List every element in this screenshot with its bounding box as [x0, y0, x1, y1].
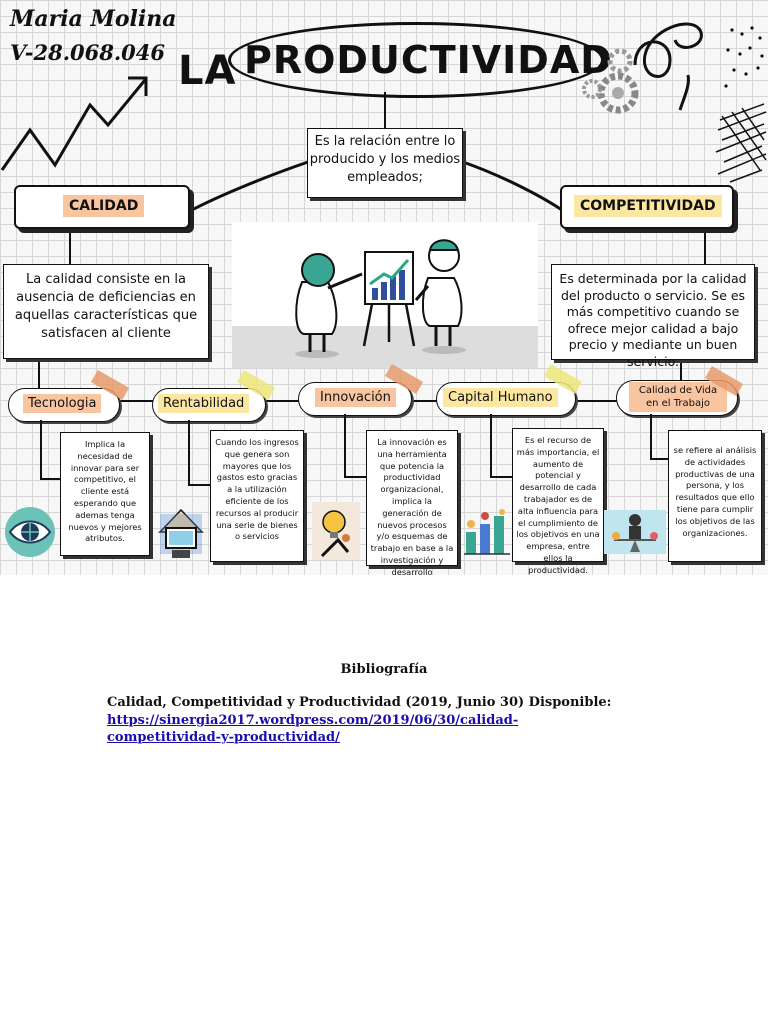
mind-map-sheet: Maria Molina V-28.068.046 LA PRODUCTIVID… — [0, 0, 768, 575]
factor-label: Rentabilidad — [158, 394, 250, 413]
squiggle-icon — [633, 22, 703, 111]
calidad-description-box: La calidad consiste en la ausencia de de… — [3, 264, 209, 359]
title-article: LA — [178, 48, 237, 94]
bibliography-link[interactable]: https://sinergia2017.wordpress.com/2019/… — [107, 713, 519, 745]
factor-pill-capital-humano: Capital Humano — [436, 382, 576, 416]
lightbulb-person-icon — [312, 502, 360, 560]
connector-right-pills — [680, 360, 682, 382]
competitividad-banner: COMPETITIVIDAD — [560, 185, 734, 229]
author-id: V-28.068.046 — [10, 40, 165, 65]
team-icon — [464, 509, 510, 555]
factor-pill-innovacion: Innovación — [298, 382, 412, 416]
calidad-description: La calidad consiste en la ausencia de de… — [14, 272, 198, 341]
factor-pill-rentabilidad: Rentabilidad — [152, 388, 266, 422]
illustration-floor — [232, 326, 538, 368]
presenters-chart-icon — [295, 239, 466, 358]
factor-description: Cuando los ingresos que genera son mayor… — [215, 437, 299, 542]
competitividad-label: COMPETITIVIDAD — [574, 195, 722, 217]
factor-description: Es el recurso de más importancia, el aum… — [516, 435, 600, 575]
factor-label: Innovación — [315, 388, 396, 407]
bibliography-reference: Calidad, Competitividad y Productividad … — [107, 695, 612, 710]
connector — [650, 414, 652, 458]
balance-person-icon — [604, 510, 666, 554]
factor-description-box: La innovación es una herramienta que pot… — [366, 430, 458, 575]
eye-globe-icon — [5, 507, 55, 557]
factor-pill-tecnologia: Tecnologia — [8, 388, 120, 422]
connector — [344, 414, 346, 476]
factor-description-box: Cuando los ingresos que genera son mayor… — [210, 430, 304, 562]
presentation-illustration — [232, 222, 538, 368]
factor-description: se refiere al análisis de actividades pr… — [673, 445, 757, 538]
connector — [490, 476, 512, 478]
factor-description: Implica la necesidad de innovar para ser… — [68, 439, 142, 544]
connector — [490, 414, 492, 476]
connector — [40, 420, 42, 478]
definition-box: Es la relación entre lo producido y los … — [307, 128, 463, 198]
rising-arrow-icon — [0, 76, 148, 171]
scribble-icon — [715, 26, 767, 183]
factor-description-box: se refiere al análisis de actividades pr… — [668, 430, 762, 562]
gears-icon — [582, 48, 639, 114]
factor-label: Capital Humano — [443, 388, 558, 407]
computer-house-icon — [158, 508, 204, 558]
factor-label: Tecnologia — [23, 394, 102, 413]
connector-left-pills — [38, 359, 40, 389]
author-name: Maria Molina — [10, 6, 177, 32]
factor-description-box: Es el recurso de más importancia, el aum… — [512, 428, 604, 575]
connector — [650, 458, 670, 460]
connector — [40, 478, 60, 480]
title-oval — [228, 22, 604, 98]
connector-def-branches — [187, 160, 566, 214]
calidad-label: CALIDAD — [63, 195, 145, 217]
factor-label: Calidad de Vida en el Trabajo — [629, 382, 727, 412]
factor-pill-calidad-vida: Calidad de Vida en el Trabajo — [616, 380, 738, 416]
connector — [344, 476, 366, 478]
connector-compet-desc — [704, 228, 706, 264]
connector-title-def — [384, 92, 386, 128]
factor-description: La innovación es una herramienta que pot… — [370, 437, 454, 575]
competitividad-description: Es determinada por la calidad del produc… — [559, 271, 747, 369]
connector — [188, 484, 210, 486]
competitividad-description-box: Es determinada por la calidad del produc… — [551, 264, 755, 369]
calidad-banner: CALIDAD — [14, 185, 190, 229]
connector-calidad-desc — [69, 228, 71, 264]
page-title: PRODUCTIVIDAD — [244, 38, 613, 82]
bibliography-heading: Bibliografía — [340, 662, 428, 677]
connector — [188, 420, 190, 484]
definition-text: Es la relación entre lo producido y los … — [309, 134, 461, 185]
factor-description-box: Implica la necesidad de innovar para ser… — [60, 432, 150, 556]
